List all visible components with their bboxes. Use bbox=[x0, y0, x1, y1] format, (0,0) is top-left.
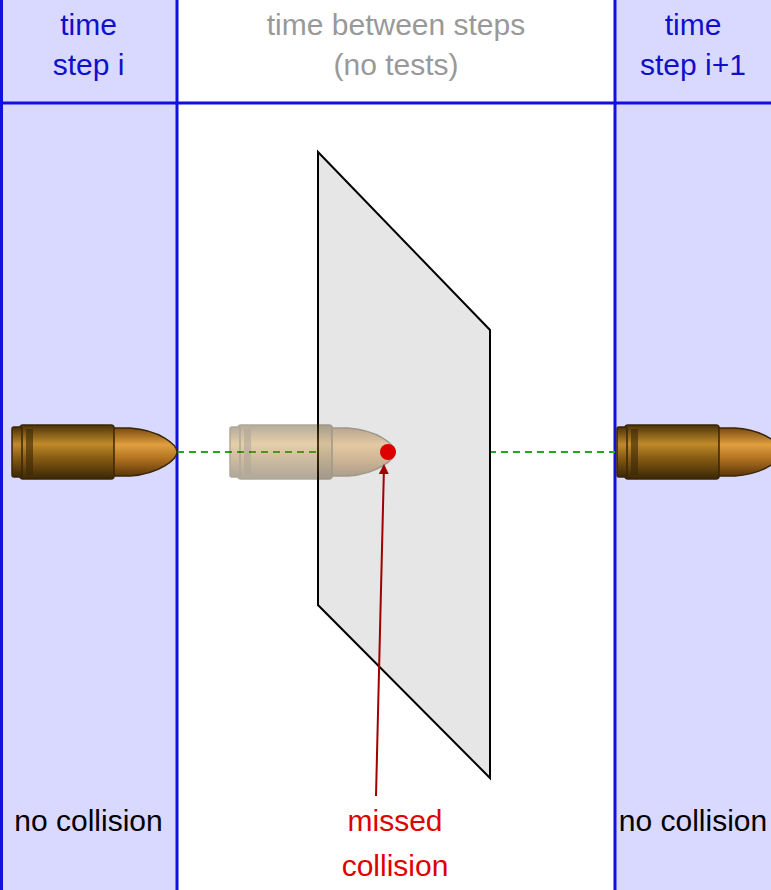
band-edge bbox=[176, 0, 179, 890]
collision-point bbox=[380, 444, 396, 460]
band-edge bbox=[614, 0, 617, 890]
status-text: no collision bbox=[618, 798, 768, 843]
header-line bbox=[0, 102, 771, 105]
status-text: no collision bbox=[14, 798, 164, 843]
column-header: time step i bbox=[31, 5, 146, 85]
bullet-step-next bbox=[617, 425, 771, 479]
leader-line bbox=[376, 466, 384, 796]
missed-label: missed collision bbox=[315, 798, 475, 888]
band-edge bbox=[0, 0, 3, 890]
column-header: time between steps (no tests) bbox=[251, 5, 541, 85]
column-header: time step i+1 bbox=[633, 5, 753, 85]
bullet-step-i bbox=[12, 425, 177, 479]
bullet-ghost bbox=[230, 425, 395, 479]
